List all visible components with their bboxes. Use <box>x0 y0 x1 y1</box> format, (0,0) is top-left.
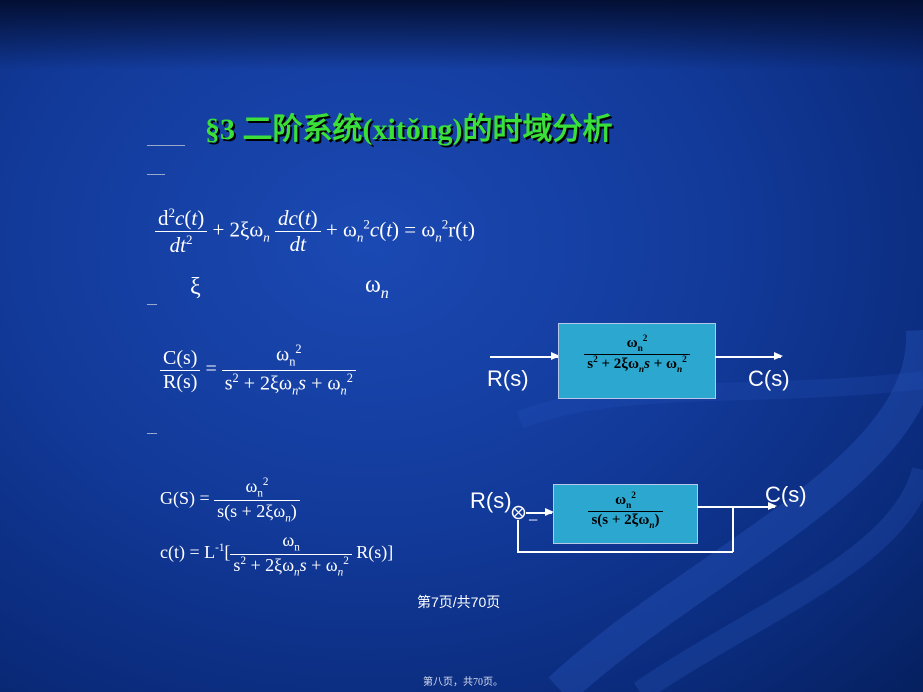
summing-junction-icon <box>511 505 526 520</box>
output-label: C(s) <box>748 366 790 391</box>
open-loop-block: ωn2 s(s + 2ξωn) <box>553 484 698 544</box>
differential-equation: d2c(t)dt2 + 2ξωn dc(t)dt + ωn2c(t) = ωn2… <box>155 205 475 258</box>
rhs-term: r(t) <box>448 217 476 242</box>
page-number: 第7页/共70页 <box>417 594 501 610</box>
input-label: R(s) <box>470 488 512 513</box>
error-arrow <box>526 509 554 515</box>
closed-loop-block: ωn2 s2 + 2ξωns + ωn2 <box>558 323 716 399</box>
input-arrow <box>490 353 560 359</box>
feedback-line <box>517 551 733 553</box>
bullet-dash <box>147 433 157 434</box>
output-label: C(s) <box>765 482 807 507</box>
bullet-dash <box>147 174 165 175</box>
feedback-line <box>732 506 734 552</box>
slide-title: §3 二阶系统(xitǒng)的时域分析 <box>205 113 613 146</box>
input-label: R(s) <box>487 366 529 391</box>
bullet-dash <box>147 145 185 146</box>
omega-n-symbol: ωn <box>365 272 389 302</box>
output-arrow <box>697 503 777 509</box>
footer-note: 第八页，共70页。 <box>423 677 503 688</box>
feedback-line <box>517 520 519 552</box>
top-dark-band <box>0 0 923 70</box>
xi-symbol: ξ <box>190 274 201 300</box>
output-arrow <box>715 353 783 359</box>
bullet-dash <box>147 304 157 305</box>
feedback-sign: − <box>528 510 539 530</box>
